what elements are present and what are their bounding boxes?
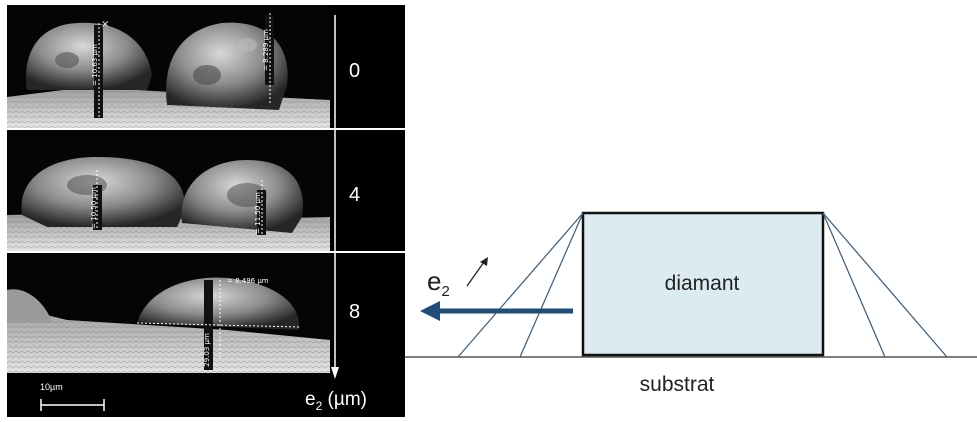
direction-subscript: 2 [441,283,449,300]
substrate-label: substrat [597,373,757,397]
e2-direction-arrow [420,301,573,321]
direction-symbol: e [427,266,441,296]
direction-label: e2 [427,266,450,300]
small-diagonal-arrow-icon [467,257,488,286]
diamond-label: diamant [612,272,792,296]
